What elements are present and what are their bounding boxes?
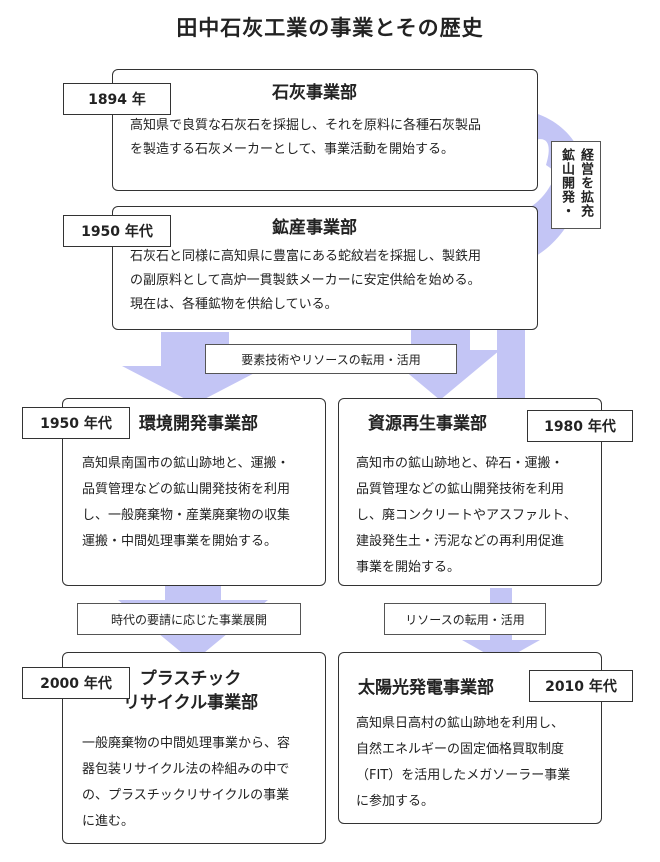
dept-desc-solar: 高知県日高村の鉱山跡地を利用し、 自然エネルギーの固定価格買取制度 （FIT）を… — [356, 716, 571, 809]
dept-name-plastic: プラスチック リサイクル事業部 — [123, 669, 259, 713]
dept-desc-lime: 高知県で良質な石灰石を採掘し、それを原料に各種石灰製品 を製造する石灰メーカーと… — [130, 118, 482, 157]
label-mining-expansion: 鉱山開発・ 経営を拡充 — [551, 141, 601, 229]
year-tag-solar: 2010 年代 — [529, 670, 633, 702]
dept-desc-recycling: 高知市の鉱山跡地と、砕石・運搬・ 品質管理などの鉱山開発技術を利用 し、廃コンク… — [356, 456, 577, 575]
dept-box-mineral: 鉱産事業部 石灰石と同様に高知県に豊富にある蛇紋岩を採掘し、製鉄用 の副原料とし… — [112, 206, 538, 330]
dept-name-solar: 太陽光発電事業部 — [358, 678, 494, 698]
dept-name-mineral: 鉱産事業部 — [272, 218, 357, 238]
dept-desc-plastic: 一般廃棄物の中間処理事業から、容 器包装リサイクル法の枠組みの中で の、プラスチ… — [82, 736, 291, 829]
down-arrow-left-1 — [122, 332, 268, 404]
page-title: 田中石灰工業の事業とその歴史 — [176, 16, 484, 40]
year-tag-environment: 1950 年代 — [22, 407, 130, 439]
dept-name-recycling: 資源再生事業部 — [368, 414, 487, 434]
dept-desc-mineral: 石灰石と同様に高知県に豊富にある蛇紋岩を採掘し、製鉄用 の副原料として高炉一貫製… — [130, 249, 482, 312]
dept-desc-environment: 高知県南国市の鉱山跡地と、運搬・ 品質管理などの鉱山開発技術を利用 し、一般廃棄… — [82, 456, 291, 549]
label-era-demand: 時代の要請に応じた事業展開 — [77, 603, 301, 635]
year-tag-mineral: 1950 年代 — [63, 215, 171, 247]
year-tag-recycling: 1980 年代 — [527, 410, 633, 442]
year-tag-plastic: 2000 年代 — [22, 667, 130, 699]
dept-box-lime: 石灰事業部 高知県で良質な石灰石を採掘し、それを原料に各種石灰製品 を製造する石… — [112, 69, 538, 191]
label-resource-transfer: リソースの転用・活用 — [384, 603, 546, 635]
label-tech-transfer: 要素技術やリソースの転用・活用 — [205, 344, 457, 374]
year-tag-lime: 1894 年 — [63, 83, 171, 115]
dept-name-lime: 石灰事業部 — [272, 83, 357, 103]
dept-name-environment: 環境開発事業部 — [139, 414, 258, 434]
